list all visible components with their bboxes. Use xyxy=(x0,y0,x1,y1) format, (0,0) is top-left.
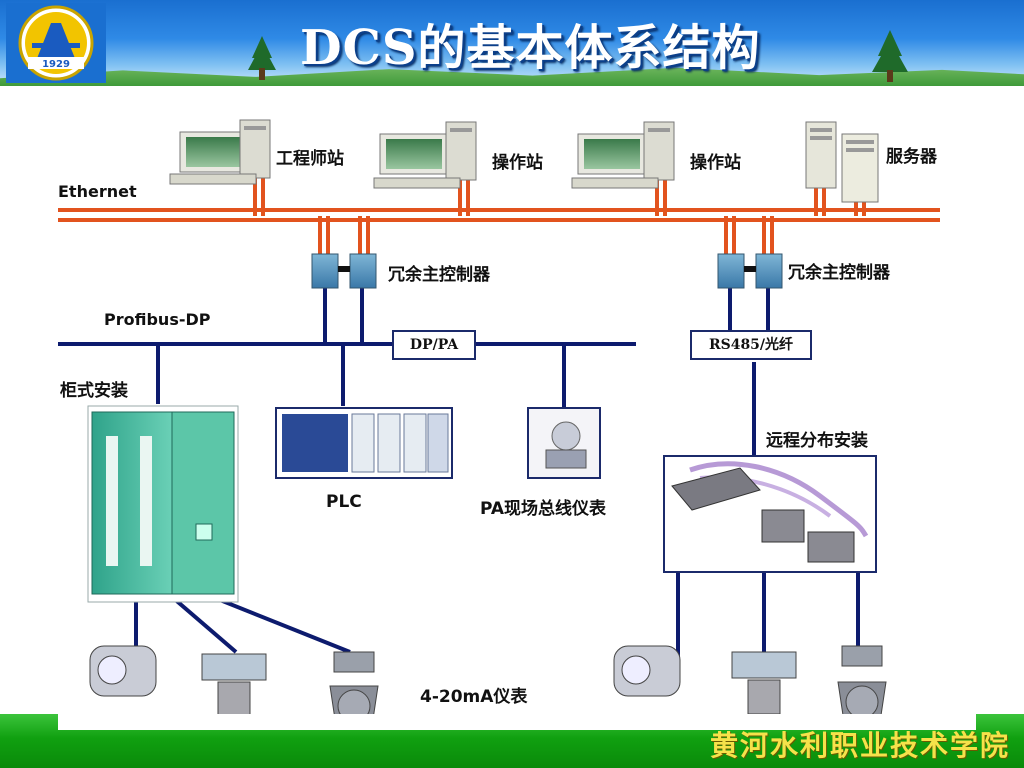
operator-station-1-label: 操作站 xyxy=(492,153,543,173)
redundant-controller-2-icon xyxy=(717,253,783,289)
pa-instrument-icon xyxy=(527,407,601,479)
field-instrument-right-1 xyxy=(613,645,681,697)
dcs-diagram: DP/PA RS485/光纤 Ethernet Profibus-DP 工程师站… xyxy=(0,86,1024,736)
school-name: 黄河水利职业技术学院 xyxy=(709,729,1010,762)
cabinet-install-label: 柜式安装 xyxy=(60,381,128,401)
operator-station-1-icon xyxy=(373,121,477,189)
diagram-lines xyxy=(58,119,940,727)
logo-year: 1929 xyxy=(42,59,70,70)
redundant-controller-1-label: 冗余主控制器 xyxy=(388,265,490,285)
footer-white-strip xyxy=(58,714,976,730)
slide-footer: 黄河水利职业技术学院 xyxy=(0,714,1024,768)
page-title: DCS的基本体系结构 xyxy=(300,20,761,76)
server-icon xyxy=(805,121,879,203)
pa-instrument-label: PA现场总线仪表 xyxy=(480,499,607,519)
header-trees xyxy=(248,30,908,82)
field-instrument-left-1 xyxy=(89,645,157,697)
dp-pa-box: DP/PA xyxy=(392,330,476,360)
cabinet-icon xyxy=(87,405,239,603)
plc-label: PLC xyxy=(326,492,362,512)
profibus-label: Profibus-DP xyxy=(104,310,211,329)
operator-station-2-label: 操作站 xyxy=(690,153,741,173)
field-instrument-right-2 xyxy=(731,651,797,715)
remote-io-icon xyxy=(663,455,877,573)
engineer-station-label: 工程师站 xyxy=(276,149,344,169)
rs485-box: RS485/光纤 xyxy=(690,330,812,360)
redundant-controller-1-icon xyxy=(311,253,377,289)
field-instrument-left-2 xyxy=(201,653,267,717)
analog-instrument-label: 4-20mA仪表 xyxy=(420,687,528,707)
redundant-controller-2-label: 冗余主控制器 xyxy=(788,263,890,283)
server-label: 服务器 xyxy=(886,147,937,167)
engineer-station-icon xyxy=(169,119,271,185)
field-instrument-right-3 xyxy=(837,645,887,723)
school-logo: 1929 xyxy=(6,3,106,83)
operator-station-2-icon xyxy=(571,121,675,189)
plc-icon xyxy=(275,407,453,479)
profibus-bus xyxy=(58,286,860,658)
ethernet-label: Ethernet xyxy=(58,182,137,201)
remote-install-label: 远程分布安装 xyxy=(766,431,868,451)
slide-header: 1929 DCS的基本体系结构 xyxy=(0,0,1024,86)
